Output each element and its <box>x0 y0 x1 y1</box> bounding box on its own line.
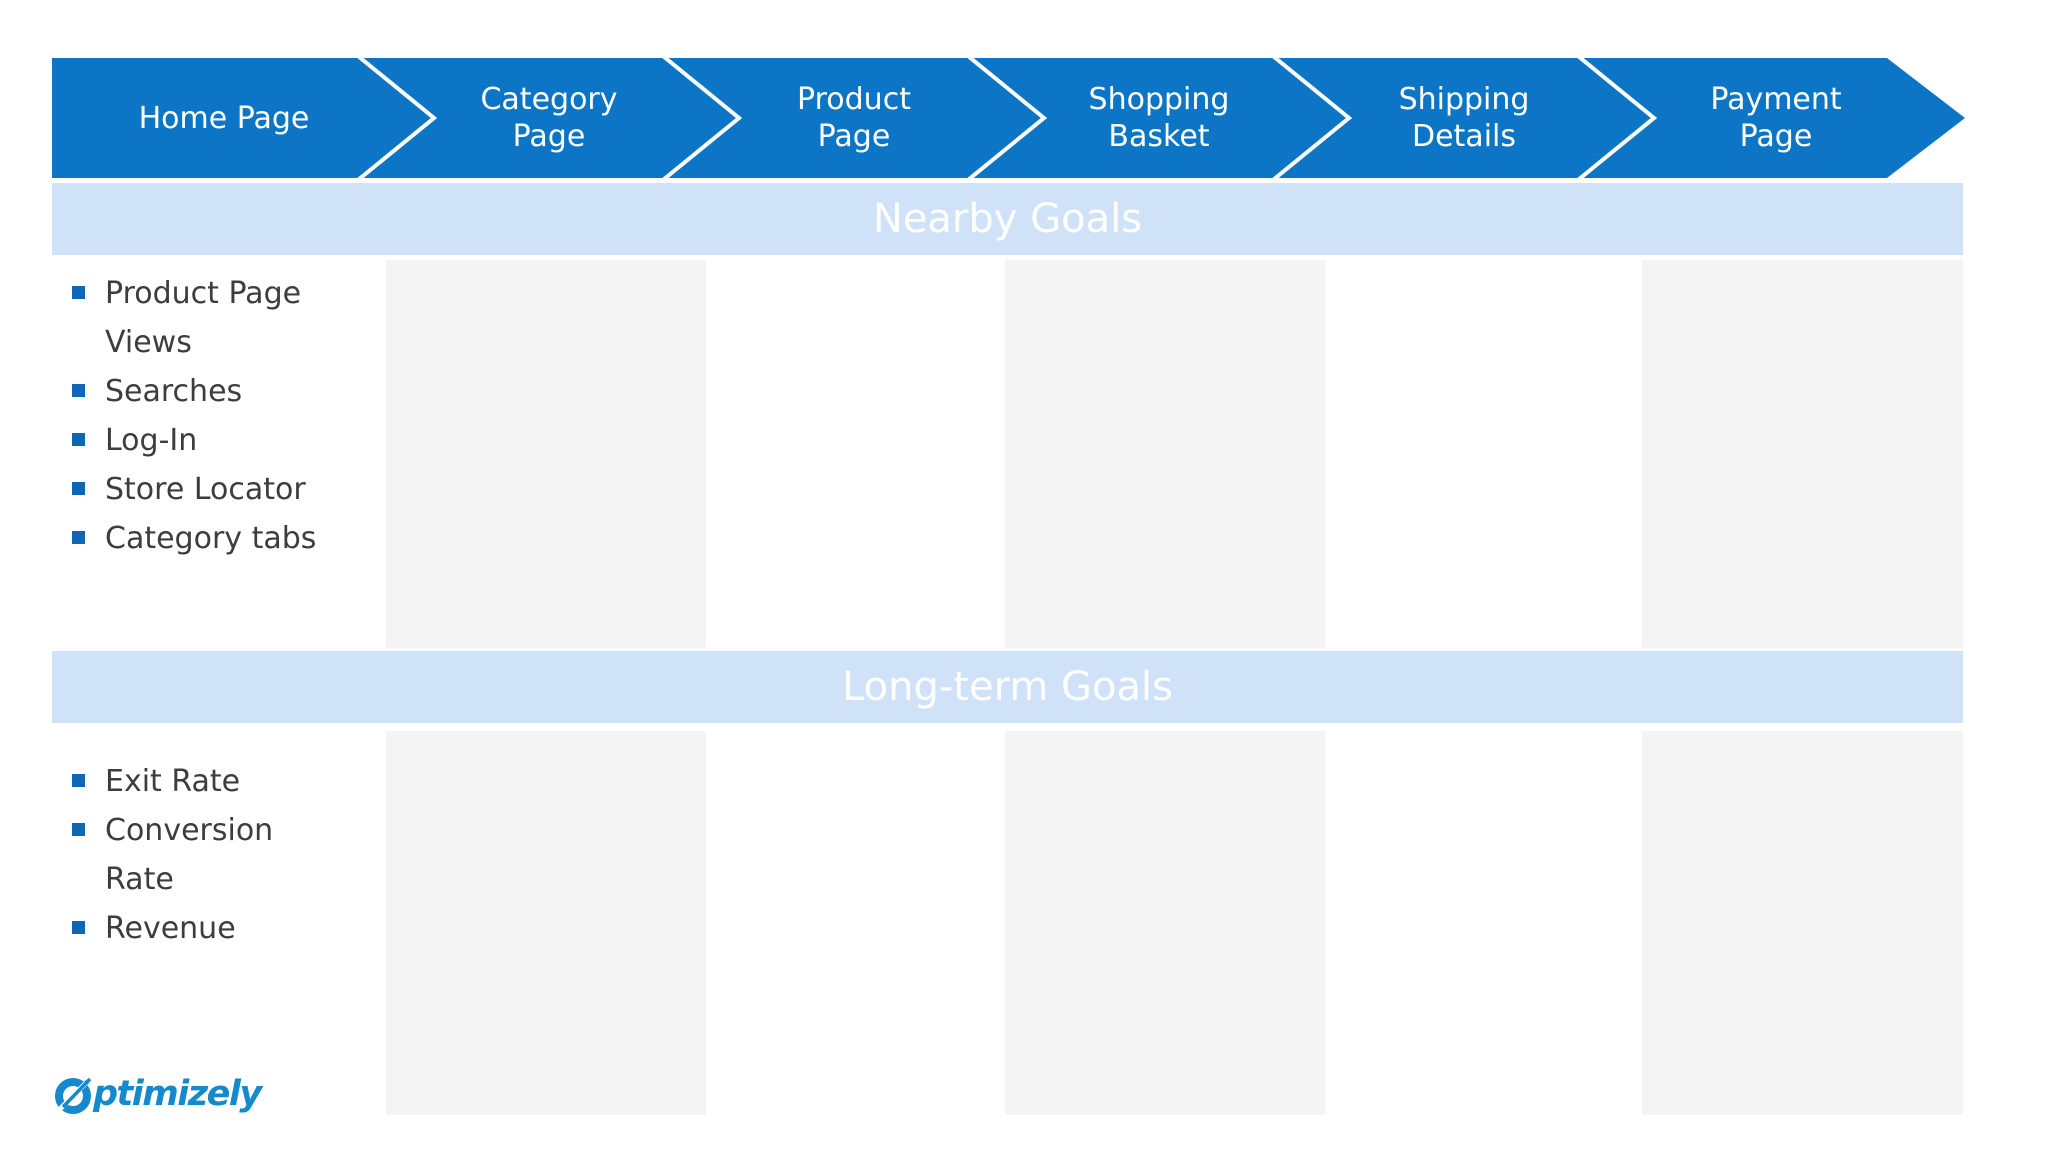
list-item-label: Exit Rate <box>105 764 241 799</box>
column-stripe <box>1642 731 1963 1115</box>
column-stripe <box>386 731 706 1115</box>
list-item: Store Locator <box>72 465 334 514</box>
list-item-label: Searches <box>105 374 243 409</box>
column-stripe <box>1005 731 1325 1115</box>
bullet-square-icon <box>72 531 85 544</box>
chevron-separator-icon <box>967 58 1048 178</box>
section-header-nearby-goals: Nearby Goals <box>52 183 1963 255</box>
column-stripe <box>386 260 706 648</box>
chevron-separator-icon <box>1577 58 1658 178</box>
section-title: Long-term Goals <box>842 664 1173 710</box>
funnel-stage-shipping-details: Shipping Details <box>1398 82 1530 154</box>
list-item: Log-In <box>72 416 334 465</box>
list-item: Conversion Rate <box>72 806 334 904</box>
bullet-square-icon <box>72 384 85 397</box>
optimizely-wordmark: ptimizely <box>93 1074 262 1114</box>
list-item-label: Revenue <box>105 911 236 946</box>
list-item: Revenue <box>72 904 334 953</box>
funnel-stage-category-page: Category Page <box>480 82 618 154</box>
list-item-label: Store Locator <box>105 472 306 507</box>
funnel-stage-shopping-basket: Shopping Basket <box>1088 82 1230 154</box>
list-item-label: Product Page Views <box>105 276 302 360</box>
optimizely-o-icon <box>55 1077 92 1114</box>
list-item: Category tabs <box>72 514 334 563</box>
list-item-label: Conversion Rate <box>105 813 274 897</box>
list-item-label: Category tabs <box>105 521 317 556</box>
chevron-separator-icon <box>357 58 438 178</box>
column-stripe <box>1005 260 1325 648</box>
bullet-square-icon <box>72 774 85 787</box>
funnel-stage-product-page: Product Page <box>797 82 911 154</box>
bullet-square-icon <box>72 921 85 934</box>
section-header-long-term-goals: Long-term Goals <box>52 651 1963 723</box>
section-title: Nearby Goals <box>872 196 1143 242</box>
funnel-stage-payment-page: Payment Page <box>1710 82 1842 154</box>
list-item: Product Page Views <box>72 269 334 367</box>
list-item-label: Log-In <box>105 423 198 458</box>
bullet-square-icon <box>72 823 85 836</box>
bullet-square-icon <box>72 286 85 299</box>
funnel-arrow-body <box>52 58 1965 178</box>
chevron-separator-icon <box>662 58 743 178</box>
funnel-arrow-ribbon <box>52 58 1965 178</box>
chevron-separator-icon <box>1272 58 1353 178</box>
bullet-square-icon <box>72 433 85 446</box>
list-item: Exit Rate <box>72 757 334 806</box>
nearby-goals-list: Product Page Views Searches Log-In Store… <box>72 269 334 563</box>
bullet-square-icon <box>72 482 85 495</box>
optimizely-logo: ptimizely <box>54 1072 262 1116</box>
column-stripe <box>1642 260 1963 648</box>
list-item: Searches <box>72 367 334 416</box>
funnel-stage-home-page: Home Page <box>138 100 310 136</box>
long-term-goals-list: Exit Rate Conversion Rate Revenue <box>72 757 334 953</box>
